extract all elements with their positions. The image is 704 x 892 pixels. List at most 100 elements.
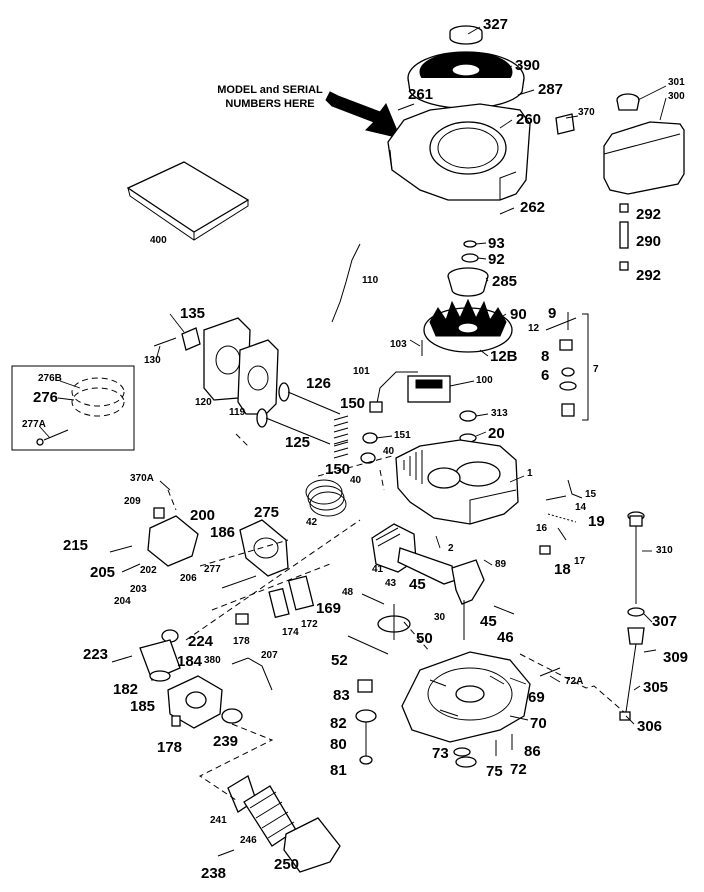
part-label-223: 223 bbox=[83, 646, 109, 663]
part-label-309: 309 bbox=[663, 649, 689, 666]
leader-lines bbox=[39, 26, 667, 725]
part-label-150-top: 150 bbox=[340, 395, 366, 412]
part-label-202: 202 bbox=[140, 565, 157, 576]
part-label-207: 207 bbox=[261, 650, 278, 661]
part-label-50: 50 bbox=[416, 630, 433, 647]
part-200-carburetor-drawing bbox=[109, 507, 199, 573]
part-label-83: 83 bbox=[333, 687, 350, 704]
part-178-small-drawing bbox=[235, 613, 249, 625]
part-285-screen-drawing bbox=[447, 267, 489, 297]
part-label-16: 16 bbox=[536, 523, 548, 534]
part-400-cover-drawing bbox=[126, 161, 250, 241]
part-label-40: 40 bbox=[383, 446, 395, 457]
part-label-69: 69 bbox=[528, 689, 545, 706]
governor-shaft-drawing bbox=[355, 679, 377, 765]
intake-filter-drawing bbox=[217, 775, 341, 873]
part-label-246: 246 bbox=[240, 835, 257, 846]
part-label-20: 20 bbox=[488, 425, 505, 442]
part-label-150-bottom: 150 bbox=[325, 461, 351, 478]
part-label-169: 169 bbox=[316, 600, 342, 617]
part-label-305: 305 bbox=[643, 679, 669, 696]
part-label-103: 103 bbox=[390, 339, 407, 350]
part-305-tube-drawing bbox=[619, 607, 657, 721]
part-261-screw-drawing bbox=[397, 103, 415, 111]
seal-313-drawing bbox=[459, 410, 477, 443]
part-label-46: 46 bbox=[497, 629, 514, 646]
part-label-184: 184 bbox=[177, 653, 203, 670]
part-label-30: 30 bbox=[434, 612, 446, 623]
gaskets-169-172-drawing bbox=[268, 575, 315, 619]
part-label-17: 17 bbox=[574, 556, 586, 567]
part-label-250: 250 bbox=[274, 856, 300, 873]
part-label-120: 120 bbox=[195, 397, 212, 408]
part-260-blower-housing-drawing bbox=[387, 103, 531, 201]
part-label-41: 41 bbox=[372, 564, 384, 575]
part-label-200: 200 bbox=[190, 507, 216, 524]
part-label-82: 82 bbox=[330, 715, 347, 732]
part-label-306: 306 bbox=[637, 718, 663, 735]
part-label-70: 70 bbox=[530, 715, 547, 732]
part-label-275: 275 bbox=[254, 504, 280, 521]
part-label-307: 307 bbox=[652, 613, 678, 630]
part-label-206: 206 bbox=[180, 573, 197, 584]
part-label-8: 8 bbox=[541, 348, 550, 365]
governor-parts-drawing bbox=[545, 312, 589, 421]
part-label-18: 18 bbox=[554, 561, 571, 578]
part-72A-bolt-drawing bbox=[539, 667, 561, 677]
part-label-43: 43 bbox=[385, 578, 397, 589]
alignment-dashed-lines bbox=[167, 433, 625, 801]
part-label-130: 130 bbox=[144, 355, 161, 366]
part-310-dipstick-drawing bbox=[627, 511, 645, 604]
valves-drawing bbox=[256, 382, 341, 445]
part-label-400: 400 bbox=[150, 235, 167, 246]
part-label-2: 2 bbox=[448, 543, 454, 554]
retainers-drawing bbox=[360, 432, 378, 464]
part-label-215: 215 bbox=[63, 537, 89, 554]
part-label-300: 300 bbox=[668, 91, 685, 102]
part-50-cam-drawing bbox=[377, 604, 411, 640]
part-label-72: 72 bbox=[510, 761, 527, 778]
part-52-tappet-drawing bbox=[347, 635, 389, 655]
part-label-151: 151 bbox=[394, 430, 411, 441]
part-label-224: 224 bbox=[188, 633, 214, 650]
part-label-52: 52 bbox=[331, 652, 348, 669]
part-207-link-drawing bbox=[231, 657, 273, 691]
part-300-fuel-tank-drawing bbox=[603, 93, 685, 195]
part-262-screw-drawing bbox=[499, 207, 515, 215]
part-label-203: 203 bbox=[130, 584, 147, 595]
part-label-205: 205 bbox=[90, 564, 116, 581]
part-label-277A: 277A bbox=[22, 419, 46, 430]
part-185-carb-body-drawing bbox=[167, 675, 223, 729]
part-92-washer-drawing bbox=[461, 253, 479, 263]
part-label-185: 185 bbox=[130, 698, 156, 715]
part-42-rings-drawing bbox=[305, 479, 347, 517]
part-label-287: 287 bbox=[538, 81, 564, 98]
part-label-12: 12 bbox=[528, 323, 540, 334]
part-287-screw-drawing bbox=[517, 89, 535, 96]
part-label-1: 1 bbox=[527, 468, 533, 479]
part-90-flywheel-drawing bbox=[423, 298, 513, 353]
part-label-73: 73 bbox=[432, 745, 449, 762]
part-label-276: 276 bbox=[33, 389, 59, 406]
part-label-80: 80 bbox=[330, 736, 347, 753]
part-label-313: 313 bbox=[491, 408, 508, 419]
breather-parts-drawing bbox=[153, 317, 279, 415]
part-label-40-b: 40 bbox=[350, 475, 362, 486]
part-label-310: 310 bbox=[656, 545, 673, 556]
part-390-starter-drawing bbox=[407, 51, 525, 109]
part-label-125: 125 bbox=[285, 434, 311, 451]
part-label-209: 209 bbox=[124, 496, 141, 507]
part-label-42: 42 bbox=[306, 517, 318, 528]
part-label-90: 90 bbox=[510, 306, 527, 323]
part-label-9: 9 bbox=[548, 305, 557, 322]
part-93-nut-drawing bbox=[463, 240, 477, 248]
part-label-6: 6 bbox=[541, 367, 550, 384]
part-label-14: 14 bbox=[575, 502, 587, 513]
part-label-285: 285 bbox=[492, 273, 518, 290]
springs-150-drawing bbox=[333, 415, 349, 459]
part-label-15: 15 bbox=[585, 489, 597, 500]
part-label-7: 7 bbox=[593, 364, 599, 375]
part-label-262: 262 bbox=[520, 199, 546, 216]
model-serial-note-line1: MODEL and SERIAL bbox=[217, 84, 323, 96]
